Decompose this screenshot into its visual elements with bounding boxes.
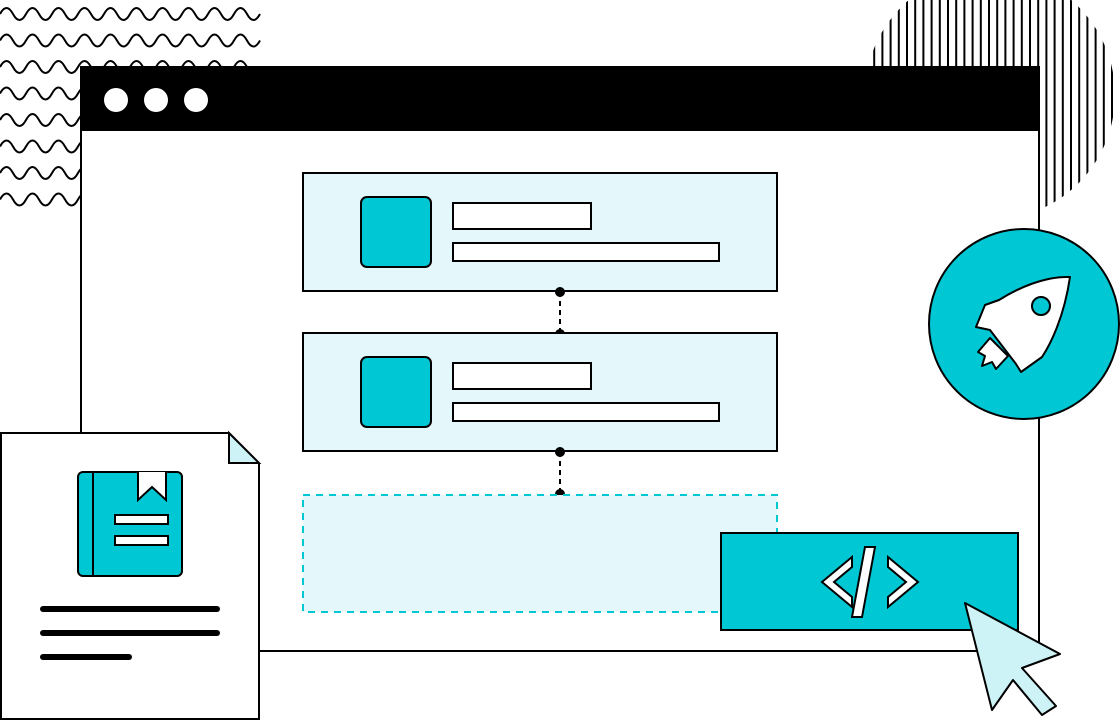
bookmark-book-icon	[77, 471, 183, 577]
document-text-lines	[40, 606, 220, 660]
card-text-placeholder	[452, 402, 720, 422]
card-thumbnail	[360, 196, 432, 268]
card-title-placeholder	[452, 362, 592, 390]
card-title-placeholder	[452, 202, 592, 230]
content-card[interactable]	[302, 332, 778, 452]
window-dot-icon[interactable]	[144, 88, 168, 112]
browser-title-bar	[81, 67, 1039, 131]
drop-zone-placeholder[interactable]	[302, 494, 778, 613]
wave-line	[0, 7, 261, 21]
document-folded-corner	[228, 430, 262, 464]
window-dot-icon[interactable]	[104, 88, 128, 112]
rocket-badge[interactable]	[928, 228, 1120, 420]
cursor-arrow-icon	[964, 602, 1061, 716]
card-text-placeholder	[452, 242, 720, 262]
document-sheet[interactable]	[0, 430, 262, 720]
rocket-icon	[975, 275, 1071, 373]
wave-line	[0, 33, 261, 48]
content-card[interactable]	[302, 172, 778, 292]
window-dot-icon[interactable]	[184, 88, 208, 112]
code-icon	[820, 546, 920, 618]
card-thumbnail	[360, 356, 432, 428]
